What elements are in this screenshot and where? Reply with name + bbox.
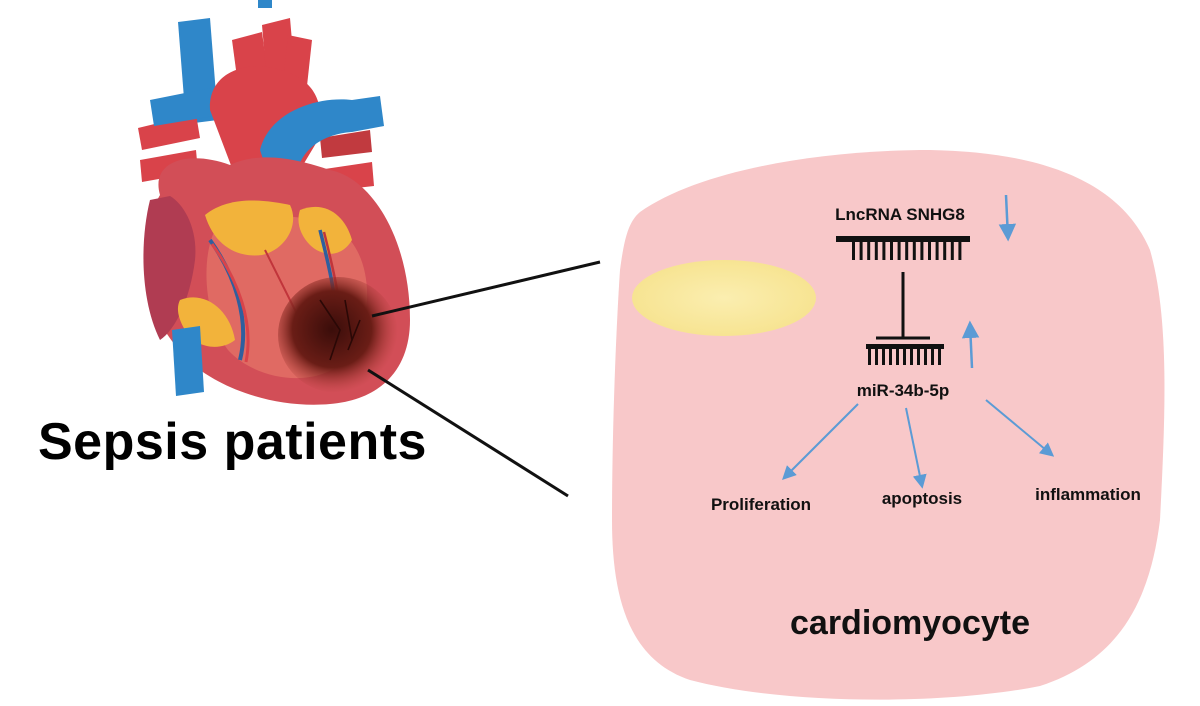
- strand-tooth: [867, 242, 871, 260]
- lncrna-strand-icon: [836, 236, 970, 260]
- strand-tooth: [890, 242, 893, 260]
- lncrna-label: LncRNA SNHG8: [835, 205, 965, 224]
- strand-tooth: [889, 349, 892, 365]
- strand-tooth: [905, 242, 909, 260]
- strand-tooth: [903, 349, 906, 365]
- strand-tooth: [882, 242, 886, 260]
- strand-tooth: [938, 349, 941, 365]
- strand-tooth: [924, 349, 927, 365]
- strand-tooth: [917, 349, 920, 365]
- arrow-to-apoptosis: [905, 407, 927, 489]
- up-arrow-icon: [961, 320, 980, 369]
- strand-tooth: [950, 242, 954, 260]
- connector-line-upper: [371, 260, 601, 318]
- strand-tooth: [882, 349, 885, 365]
- outcome-proliferation: Proliferation: [711, 495, 811, 514]
- mirna-strand-icon: [866, 344, 944, 365]
- heart-illustration: [138, 0, 410, 405]
- strand-tooth: [928, 242, 931, 260]
- mirna-label: miR-34b-5p: [857, 381, 950, 400]
- nucleus: [632, 260, 816, 336]
- strand-tooth: [874, 242, 878, 260]
- strand-tooth: [859, 242, 863, 260]
- outcome-apoptosis: apoptosis: [882, 489, 962, 508]
- connector-line-lower: [367, 368, 569, 498]
- strand-tooth: [912, 242, 916, 260]
- strand-tooth: [943, 242, 947, 260]
- strand-tooth: [875, 349, 878, 365]
- strand-tooth: [897, 242, 901, 260]
- inhibition-icon: [876, 272, 930, 340]
- strand-tooth: [920, 242, 924, 260]
- strand-tooth: [852, 242, 855, 260]
- strand-tooth: [935, 242, 939, 260]
- strand-tooth: [896, 349, 899, 365]
- page-title: Sepsis patients: [38, 413, 427, 471]
- strand-tooth: [868, 349, 871, 365]
- arrow-to-proliferation: [782, 403, 859, 480]
- cell-label: cardiomyocyte: [790, 604, 1030, 642]
- arrow-to-inflammation: [985, 399, 1055, 457]
- outcome-inflammation: inflammation: [1035, 485, 1141, 504]
- strand-tooth: [910, 349, 913, 365]
- strand-tooth: [931, 349, 934, 365]
- down-arrow-icon: [998, 194, 1017, 242]
- strand-tooth: [958, 242, 962, 260]
